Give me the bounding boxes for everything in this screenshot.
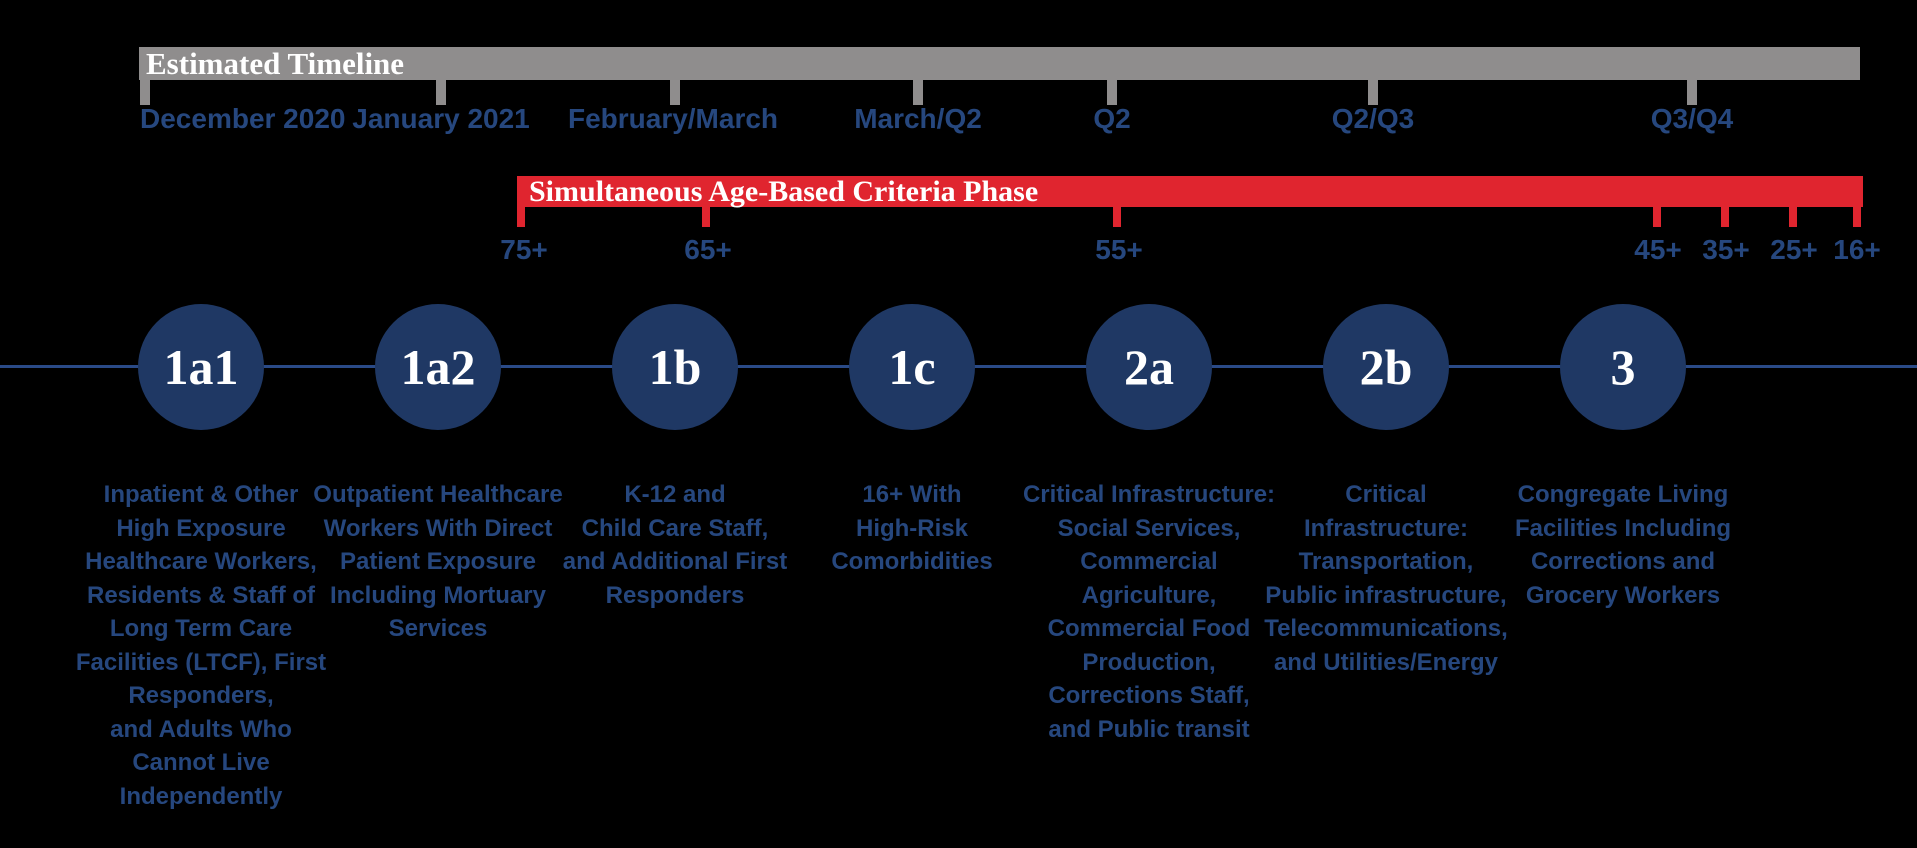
phase-description-1a2: Outpatient Healthcare Workers With Direc… xyxy=(313,481,563,642)
phase-description-1a1: Inpatient & Other High Exposure Healthca… xyxy=(75,481,327,810)
phase-description-2a: Critical Infrastructure: Social Services… xyxy=(1022,481,1276,743)
phase-circle-2a: 2a xyxy=(1086,304,1212,430)
estimated-timeline-bar xyxy=(139,47,1860,80)
phase-circle-1c: 1c xyxy=(849,304,975,430)
timeline-tick-q2 xyxy=(1107,80,1117,105)
timeline-tick-february-march xyxy=(670,80,680,105)
age-label-65: 65+ xyxy=(684,234,732,265)
age-label-35: 35+ xyxy=(1702,234,1750,265)
age-tick-16 xyxy=(1853,207,1861,227)
timeline-tick-march-q2 xyxy=(913,80,923,105)
timeline-label-december-2020: December 2020 xyxy=(140,103,346,134)
timeline-label-q2-q3: Q2/Q3 xyxy=(1331,103,1415,134)
age-tick-55 xyxy=(1113,207,1121,227)
timeline-label-q3-q4: Q3/Q4 xyxy=(1650,103,1734,134)
timeline-label-february-march: February/March xyxy=(567,103,779,134)
phase-circle-3: 3 xyxy=(1560,304,1686,430)
timeline-tick-q2-q3 xyxy=(1368,80,1378,105)
age-label-55: 55+ xyxy=(1095,234,1143,265)
timeline-tick-q3-q4 xyxy=(1687,80,1697,105)
phase-description-1c: 16+ With High-Risk Comorbidities xyxy=(831,481,993,575)
phase-circle-2b: 2b xyxy=(1323,304,1449,430)
age-label-45: 45+ xyxy=(1634,234,1682,265)
age-criteria-title: Simultaneous Age-Based Criteria Phase xyxy=(529,175,1039,208)
timeline-label-q2: Q2 xyxy=(1093,103,1131,134)
phase-circle-1b: 1b xyxy=(612,304,738,430)
age-label-75: 75+ xyxy=(500,234,548,265)
estimated-timeline-title: Estimated Timeline xyxy=(146,46,405,81)
phase-description-2b: Critical Infrastructure: Transportation,… xyxy=(1264,481,1508,676)
timeline-label-march-q2: March/Q2 xyxy=(854,103,982,134)
timeline-tick-december-2020 xyxy=(140,80,150,105)
age-criteria-bar xyxy=(517,176,1863,207)
timeline-label-january-2021: January 2021 xyxy=(352,103,530,134)
age-tick-25 xyxy=(1789,207,1797,227)
age-tick-45 xyxy=(1653,207,1661,227)
phase-description-3: Congregate Living Facilities Including C… xyxy=(1514,481,1732,609)
age-tick-75 xyxy=(517,207,525,227)
phase-description-1b: K-12 and Child Care Staff, and Additiona… xyxy=(562,481,788,609)
phase-circle-1a2: 1a2 xyxy=(375,304,501,430)
timeline-tick-january-2021 xyxy=(436,80,446,105)
age-tick-35 xyxy=(1721,207,1729,227)
age-label-25: 25+ xyxy=(1770,234,1818,265)
age-tick-65 xyxy=(702,207,710,227)
age-label-16: 16+ xyxy=(1833,234,1881,265)
phase-circle-1a1: 1a1 xyxy=(138,304,264,430)
